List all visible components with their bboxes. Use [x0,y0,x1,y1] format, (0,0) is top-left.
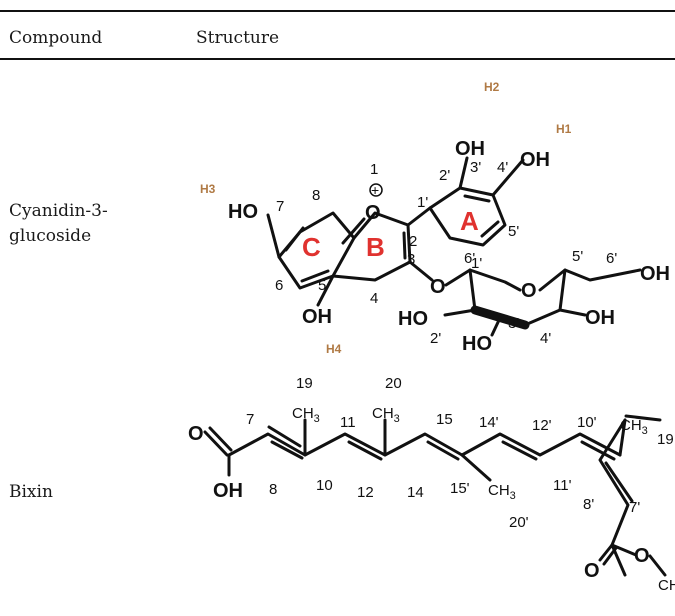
atom-oh-6prime: OH [640,263,670,285]
compound-name-cyanidin: Cyanidin-3-glucoside [9,201,108,246]
header-structure: Structure [196,28,280,48]
bixin-methyl-19: CH3 [292,405,320,425]
num-3: 3 [407,251,415,268]
atom-o-pyranose: O [521,280,537,302]
num-6prime-sugar: 6' [606,250,617,267]
bixin-methyl-19-right: CH3 [620,417,648,437]
num-2prime-a: 2' [439,167,450,184]
num-1prime-a: 1' [417,194,428,211]
bixin-methyl-ester: CH3 [658,577,675,597]
num-4: 4 [370,290,378,307]
atom-o-glycoside: O [430,276,446,298]
num-4prime-a: 4' [497,159,508,176]
atom-o-ring: O [365,202,381,224]
bixin-num-11: 11 [340,414,356,431]
hydroxyl-label-h1: H1 [556,122,572,136]
bixin-num-12prime: 12' [532,417,552,434]
hydroxyl-label-h3: H3 [200,182,216,196]
num-5prime-sugar: 5' [572,248,583,265]
atom-oh-4prime: OH [520,149,550,171]
bixin-atom-o-methoxy: O [634,545,650,567]
num-4prime-sugar: 4' [540,330,551,347]
bixin-num-15: 15 [436,411,453,428]
hydroxyl-label-h4: H4 [326,342,342,356]
bixin-num-14: 14 [407,484,424,501]
bixin-num-12: 12 [357,484,374,501]
bixin-num-11prime: 11' [553,477,572,494]
atom-oh-5: OH [302,306,332,328]
compound-name-bixin: Bixin [9,482,53,502]
num-6prime-a: 6' [464,250,475,267]
atom-ho-7: HO [228,201,258,223]
bixin-atom-oh-acid: OH [213,480,243,502]
table-header-rule [0,58,675,60]
num-5prime-a: 5' [508,223,519,240]
bixin-num-19-right: 19 [657,431,674,448]
bixin-num-8prime: 8' [583,496,594,513]
bixin-num-15prime: 15' [450,480,470,497]
num-2: 2 [409,233,417,250]
atom-oh-4prime-sugar: OH [585,307,615,329]
atom-oh-3prime: OH [455,138,485,160]
num-7: 7 [276,198,284,215]
positive-charge-circle [369,183,383,197]
hydroxyl-label-h2: H2 [484,80,500,94]
bixin-num-8: 8 [269,481,277,498]
num-3prime-a: 3' [470,159,481,176]
header-compound: Compound [9,28,103,48]
ring-label-b: B [366,232,385,262]
table-top-rule [0,10,675,12]
bixin-methyl-20: CH3 [372,405,400,425]
bixin-num-10prime: 10' [577,414,597,431]
bixin-methyl-20prime: CH3 [488,482,516,502]
ring-label-c: C [302,232,321,262]
bixin-num-20prime: 20' [509,514,529,531]
positive-charge-sign: + [371,182,379,198]
bixin-num-20: 20 [385,375,402,392]
bixin-num-7: 7 [246,411,254,428]
bixin-num-10: 10 [316,477,333,494]
num-6: 6 [275,277,283,294]
bixin-num-19: 19 [296,375,313,392]
bixin-num-7prime: 7' [629,499,640,516]
num-3prime-sugar: 3' [508,315,519,332]
num-1prime-sugar: 1' [471,255,482,272]
bixin-atom-o-acid: O [188,423,204,445]
num-8: 8 [312,187,320,204]
bixin-num-14prime: 14' [479,414,499,431]
atom-ho-2prime: HO [398,308,428,330]
num-5: 5 [318,277,326,294]
num-1: 1 [370,161,378,178]
num-2prime-sugar: 2' [430,330,441,347]
ring-label-a: A [460,206,479,236]
bixin-atom-o-ester: O [584,560,600,582]
atom-ho-3prime-sugar: HO [462,333,492,355]
